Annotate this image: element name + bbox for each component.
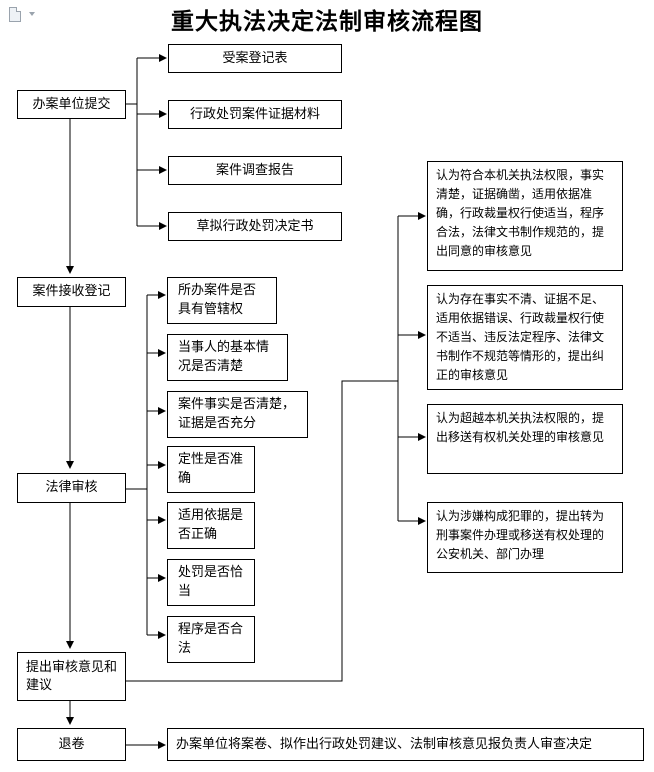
step-submit: 办案单位提交: [17, 90, 126, 119]
submit-item-investigation-report: 案件调查报告: [168, 156, 342, 185]
document-icon[interactable]: [9, 7, 21, 22]
review-item-legal-basis: 适用依据是否正确: [167, 502, 255, 549]
review-item-party-info: 当事人的基本情况是否清楚: [167, 334, 288, 381]
step-legal-review: 法律审核: [17, 473, 126, 503]
chevron-down-icon[interactable]: [29, 12, 35, 16]
review-item-characterization: 定性是否准确: [167, 446, 255, 493]
review-item-facts-evidence: 案件事实是否清楚，证据是否充分: [167, 391, 308, 438]
review-item-procedure: 程序是否合法: [167, 616, 255, 663]
step-return: 退卷: [17, 728, 126, 761]
opinion-correct: 认为存在事实不清、证据不足、适用依据错误、行政裁量权行使不适当、违反法定程序、法…: [427, 285, 623, 390]
final-action: 办案单位将案卷、拟作出行政处罚建议、法制审核意见报负责人审查决定: [167, 728, 644, 761]
opinion-approve: 认为符合本机关执法权限，事实清楚，证据确凿，适用依据准确，行政裁量权行使适当，程…: [427, 161, 623, 271]
submit-item-draft-decision: 草拟行政处罚决定书: [168, 212, 342, 241]
step-opinion: 提出审核意见和建议: [17, 652, 126, 701]
submit-item-evidence: 行政处罚案件证据材料: [168, 100, 342, 129]
page-title: 重大执法决定法制审核流程图: [171, 9, 483, 35]
opinion-transfer-authority: 认为超越本机关执法权限的，提出移送有权机关处理的审核意见: [427, 404, 623, 474]
step-register: 案件接收登记: [17, 277, 126, 307]
opinion-criminal-transfer: 认为涉嫌构成犯罪的，提出转为刑事案件办理或移送有权处理的公安机关、部门办理: [427, 502, 623, 573]
review-item-penalty: 处罚是否恰当: [167, 559, 255, 606]
review-item-jurisdiction: 所办案件是否具有管辖权: [167, 277, 277, 324]
submit-item-registration-form: 受案登记表: [168, 44, 342, 73]
